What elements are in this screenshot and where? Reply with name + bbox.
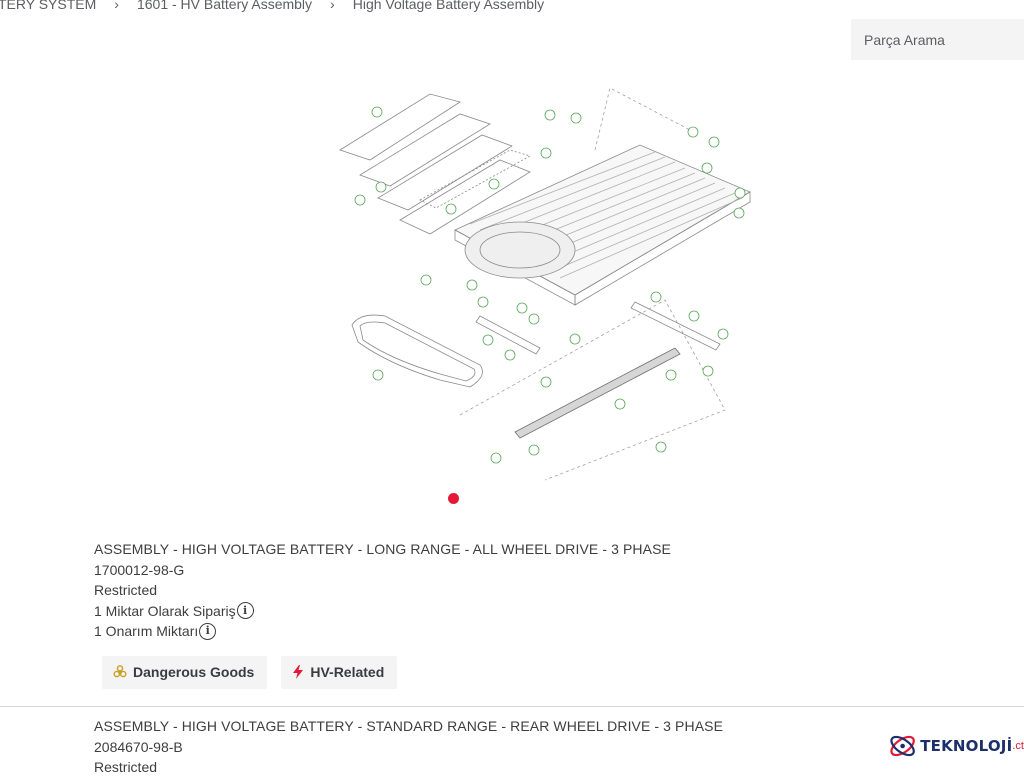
logo-text: TEKNOLOJİ [920,737,1013,755]
lightning-bolt-icon [293,665,304,679]
chevron-right-icon: › [330,0,335,12]
order-quantity: 1 Miktar Olarak Sipariş [94,602,236,619]
part-badges: Dangerous Goods HV-Related [102,655,671,689]
side-rails [475,301,721,439]
part-search-input[interactable] [851,19,1024,60]
breadcrumb-item-high-voltage-battery-assembly: High Voltage Battery Assembly [352,0,545,12]
part-entry[interactable]: ASSEMBLY - HIGH VOLTAGE BATTERY - LONG R… [94,539,671,689]
info-icon[interactable]: i [236,602,254,620]
frame-gasket [351,314,483,388]
biohazard-icon [113,665,127,678]
part-title[interactable]: ASSEMBLY - HIGH VOLTAGE BATTERY - LONG R… [94,541,671,557]
atom-logo-icon [890,735,915,757]
watermark-logo: TEKNOLOJİ.ct [887,726,1024,766]
part-title[interactable]: ASSEMBLY - HIGH VOLTAGE BATTERY - STANDA… [94,718,724,734]
part-number: 2084670-98-B [94,738,183,755]
part-status: Restricted [94,759,158,775]
logo-suffix: .ct [1012,740,1024,752]
battery-tray [454,144,751,306]
breadcrumb-item-hv-battery-assembly[interactable]: 1601 - HV Battery Assembly [136,0,313,12]
part-entry[interactable]: ASSEMBLY - HIGH VOLTAGE BATTERY - STANDA… [94,716,723,778]
part-status: Restricted [94,582,158,598]
repair-quantity: 1 Onarım Miktarı [94,623,199,639]
order-quantity-line: 1 Miktar Olarak Sipariş i [94,601,671,622]
info-icon[interactable]: i [199,622,217,640]
callout-markers[interactable] [354,106,746,464]
part-search[interactable] [851,19,1024,60]
chevron-right-icon: › [114,0,119,12]
hv-related-badge: HV-Related [281,655,398,689]
dangerous-goods-badge: Dangerous Goods [102,655,268,689]
breadcrumb: TERY SYSTEM › 1601 - HV Battery Assembly… [0,0,544,14]
divider [0,706,1024,707]
badge-label: Dangerous Goods [133,663,255,680]
part-number: 1700012-98-G [94,561,185,578]
exploded-parts-diagram[interactable] [330,80,770,490]
repair-quantity-line: 1 Onarım Miktarı i [94,621,671,642]
breadcrumb-item-system[interactable]: TERY SYSTEM [0,0,97,12]
badge-label: HV-Related [310,663,385,680]
hotspot-dot[interactable] [448,493,459,504]
leader-lines [459,87,726,481]
